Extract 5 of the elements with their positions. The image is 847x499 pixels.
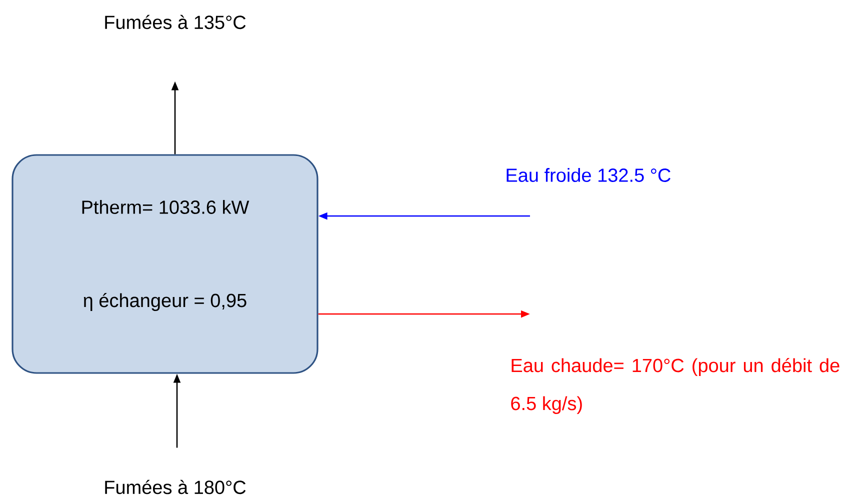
note-text: Eau froide 132.5 °C <box>506 168 670 182</box>
text-label: Fumées à 135°C <box>105 14 246 30</box>
text-label: Fumées à 180°C <box>105 480 246 494</box>
note-text: Eau chaude= 170°C (pour un débit de 6.5 kg/s) <box>511 358 840 414</box>
process-box: Ptherm= 1033.6 kW η échangeur = 0,95 <box>12 154 318 374</box>
